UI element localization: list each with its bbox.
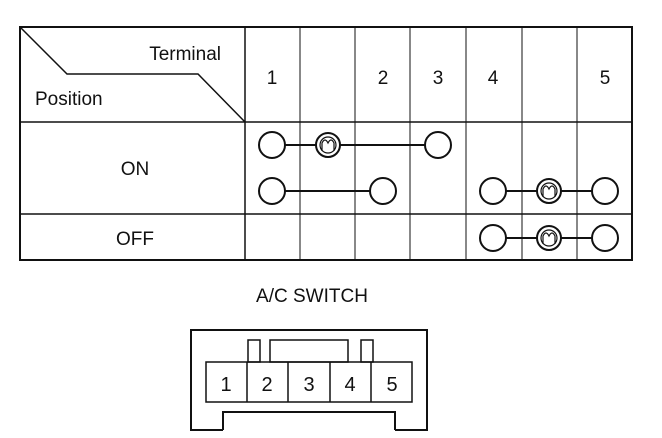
lamp-icon xyxy=(536,178,562,204)
lamp-icon xyxy=(536,225,562,251)
connector-housing xyxy=(190,329,428,431)
header-position: Position xyxy=(35,89,103,110)
table-border xyxy=(19,26,633,261)
lamp-icon xyxy=(315,132,341,158)
terminal-circle xyxy=(479,224,507,252)
continuity-1-2 xyxy=(258,177,397,205)
connector-pin-3: 3 xyxy=(303,374,314,396)
terminal-circle xyxy=(424,131,452,159)
connector-key-left xyxy=(247,339,261,363)
terminal-label-1: 1 xyxy=(267,68,278,89)
terminal-label-3: 3 xyxy=(433,68,444,89)
continuity-4-5-with-lamp-off xyxy=(479,224,619,252)
terminal-circle xyxy=(258,131,286,159)
connector-caption: A/C SWITCH xyxy=(256,286,368,307)
continuity-4-5-with-lamp-on xyxy=(479,177,619,205)
terminal-circle xyxy=(479,177,507,205)
connector-pin-5: 5 xyxy=(386,374,397,396)
connector-latch xyxy=(269,339,349,363)
header-diagonal xyxy=(19,26,246,123)
connector-pin-4: 4 xyxy=(344,374,355,396)
connector-pin-2: 2 xyxy=(261,374,272,396)
connector-bottom-step xyxy=(222,411,396,430)
header-terminal: Terminal xyxy=(149,44,221,65)
terminal-label-5: 5 xyxy=(600,68,611,89)
continuity-table xyxy=(19,26,633,261)
terminal-circle xyxy=(591,224,619,252)
terminal-label-4: 4 xyxy=(488,68,499,89)
continuity-1-3-with-lamp xyxy=(258,131,452,159)
connector-pin-1: 1 xyxy=(220,374,231,396)
connector-key-right xyxy=(360,339,374,363)
terminal-label-2: 2 xyxy=(378,68,389,89)
terminal-circle xyxy=(591,177,619,205)
terminal-circle xyxy=(258,177,286,205)
row-label-off: OFF xyxy=(116,229,154,250)
connector-face xyxy=(190,329,428,431)
row-label-on: ON xyxy=(121,159,150,180)
terminal-circle xyxy=(369,177,397,205)
